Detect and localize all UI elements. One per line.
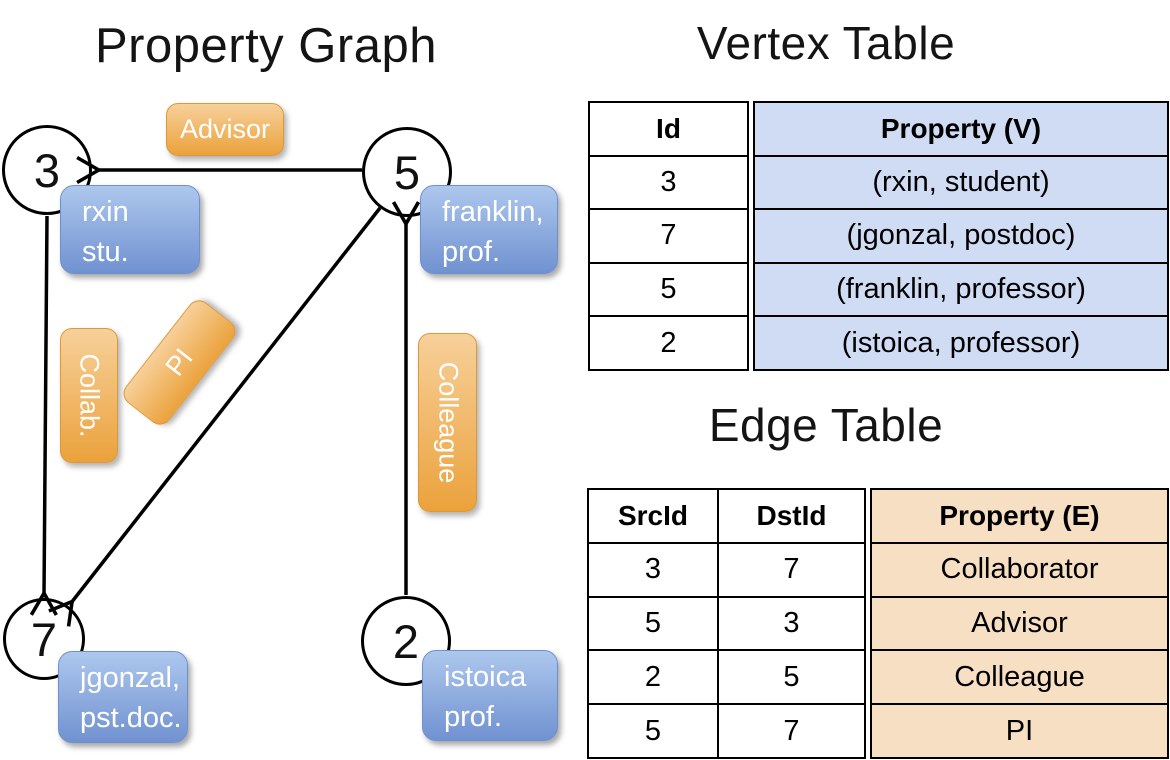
- vertex-table-id-header: Id: [590, 103, 747, 155]
- table-row: 2: [590, 315, 747, 369]
- edge-table-id-header: SrcId DstId: [589, 490, 864, 542]
- table-row: 3: [590, 154, 747, 209]
- edge-table-property-header: Property (E): [872, 490, 1167, 542]
- edge-label-collab: Collab.: [60, 328, 118, 463]
- column-header-property-e: Property (E): [939, 499, 1100, 531]
- vertex-property-line: stu.: [82, 236, 129, 268]
- property-graph-title: Property Graph: [95, 19, 437, 73]
- column-header-property-v: Property (V): [880, 112, 1042, 144]
- vertex-id-cell: 5: [660, 273, 677, 306]
- vertex-property-line: prof.: [442, 236, 501, 268]
- edge-table-title: Edge Table: [708, 399, 944, 451]
- edge-property-cell: Advisor: [971, 606, 1068, 639]
- edge-pi-arrow: [48, 206, 382, 627]
- vertex-property-cell: (rxin, student): [872, 165, 1050, 198]
- vertex-table-id-column: Id 3 7 5 2: [588, 101, 749, 371]
- vertex-property-line: rxin: [82, 196, 129, 228]
- edge-property-cell: Collaborator: [940, 553, 1099, 586]
- vertex-property-line: istoica: [444, 661, 527, 693]
- edge-label-colleague: Colleague: [418, 333, 477, 512]
- vertex-property-cell: (jgonzal, postdoc): [846, 219, 1076, 252]
- vertex-property-box-franklin: franklin, prof.: [420, 185, 558, 274]
- edge-label-pi-text: PI: [159, 342, 199, 382]
- table-row: (istoica, professor): [755, 315, 1167, 369]
- column-header-srcid: SrcId: [617, 499, 689, 531]
- edge-dst-cell: 3: [717, 597, 864, 650]
- edge-property-cell: Colleague: [954, 660, 1085, 693]
- vertex-table-property-header: Property (V): [755, 103, 1167, 155]
- node-3-id: 3: [33, 143, 61, 197]
- vertex-property-box-istoica: istoica prof.: [422, 650, 558, 741]
- graph-edges: [29, 155, 421, 627]
- vertex-table-property-column: Property (V) (rxin, student) (jgonzal, p…: [753, 101, 1169, 371]
- table-row: 5: [590, 261, 747, 316]
- edge-dst-cell: 7: [717, 543, 864, 596]
- edge-label-advisor-text: Advisor: [179, 114, 271, 144]
- table-row: (rxin, student): [755, 154, 1167, 209]
- column-header-dstid: DstId: [717, 490, 864, 542]
- table-row: Colleague: [872, 649, 1167, 703]
- table-row: Advisor: [872, 595, 1167, 650]
- table-row: Collaborator: [872, 541, 1167, 596]
- table-row: PI: [872, 703, 1167, 757]
- edge-label-advisor: Advisor: [166, 103, 284, 156]
- table-row: (franklin, professor): [755, 261, 1167, 316]
- vertex-property-cell: (istoica, professor): [841, 326, 1081, 359]
- vertex-property-line: jgonzal,: [80, 662, 180, 694]
- table-row: 3 7: [589, 541, 864, 596]
- vertex-property-line: pst.doc.: [80, 702, 182, 734]
- vertex-property-box-jgonzal: jgonzal, pst.doc.: [58, 651, 188, 743]
- vertex-id-cell: 7: [660, 219, 677, 252]
- table-row: 5 7: [589, 703, 864, 757]
- vertex-id-cell: 3: [660, 165, 677, 198]
- edge-label-colleague-text: Colleague: [433, 361, 463, 484]
- vertex-property-box-rxin: rxin stu.: [60, 185, 200, 274]
- graph-node-2: 2: [361, 596, 451, 686]
- vertex-property-cell: (franklin, professor): [836, 273, 1086, 306]
- edge-collaborator-arrow: [29, 215, 58, 616]
- edge-label-collab-text: Collab.: [74, 353, 105, 438]
- edge-table-id-columns: SrcId DstId 3 7 5 3 2 5 5 7: [587, 488, 866, 759]
- vertex-property-line: prof.: [444, 701, 503, 733]
- edge-src-cell: 2: [644, 660, 662, 693]
- table-row: (jgonzal, postdoc): [755, 208, 1167, 262]
- node-5-id: 5: [393, 145, 421, 199]
- edge-dst-cell: 5: [717, 651, 864, 704]
- vertex-property-line: franklin,: [442, 196, 544, 228]
- edge-property-cell: PI: [1005, 714, 1034, 747]
- table-row: 2 5: [589, 649, 864, 704]
- node-2-id: 2: [392, 614, 420, 668]
- edge-src-cell: 5: [644, 714, 662, 747]
- column-header-id: Id: [656, 112, 681, 144]
- vertex-table-title: Vertex Table: [696, 17, 956, 69]
- table-row: 7: [590, 208, 747, 262]
- edge-dst-cell: 7: [717, 705, 864, 757]
- edge-src-cell: 5: [644, 606, 662, 639]
- edge-src-cell: 3: [644, 553, 662, 586]
- vertex-id-cell: 2: [660, 326, 677, 359]
- table-row: 5 3: [589, 595, 864, 650]
- edge-table-property-column: Property (E) Collaborator Advisor Collea…: [870, 488, 1169, 759]
